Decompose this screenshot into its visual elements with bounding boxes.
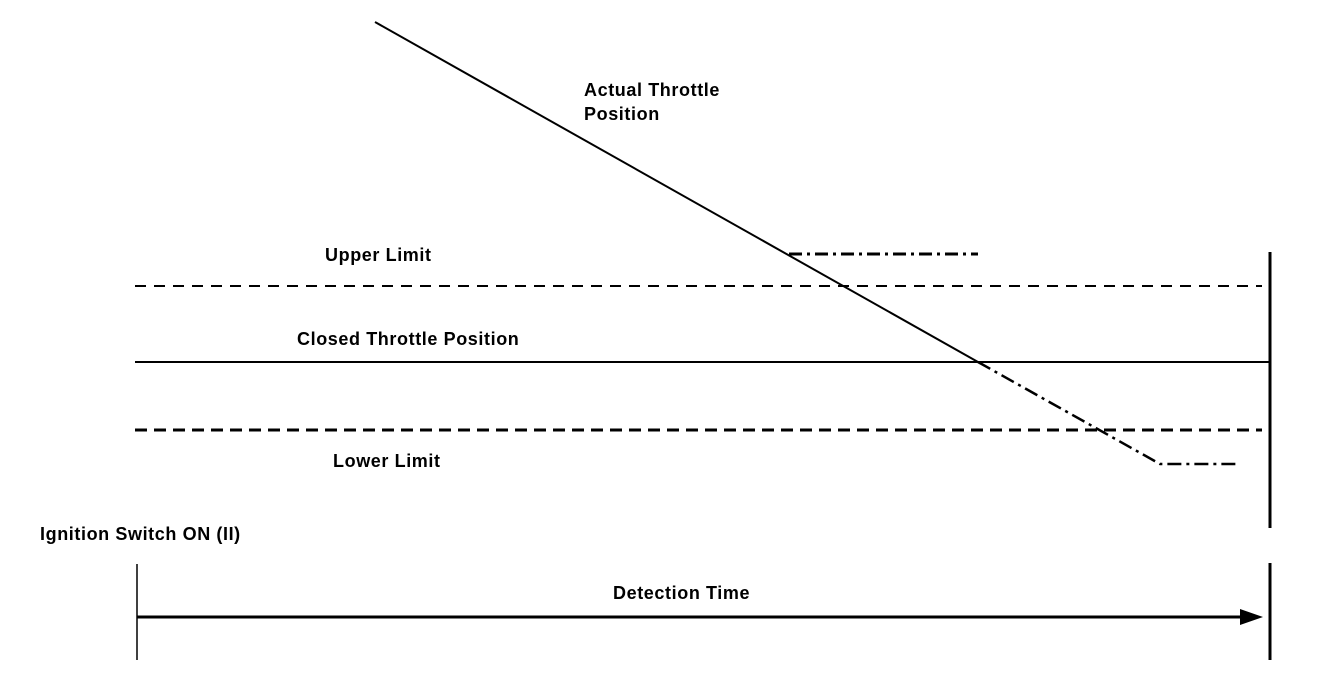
ignition-switch-on-label: Ignition Switch ON (II) (40, 524, 241, 544)
actual-throttle-line-solid (374, 21, 979, 363)
lower-limit-label: Lower Limit (333, 451, 441, 471)
upper-limit-label: Upper Limit (325, 245, 432, 265)
detection-time-label: Detection Time (613, 583, 751, 603)
detection-time-arrowhead (1240, 609, 1263, 625)
closed-throttle-position-label: Closed Throttle Position (297, 329, 520, 349)
actual-throttle-position-label: Actual Throttle Position (584, 80, 721, 124)
actual-throttle-line-dashdot (977, 360, 1237, 466)
